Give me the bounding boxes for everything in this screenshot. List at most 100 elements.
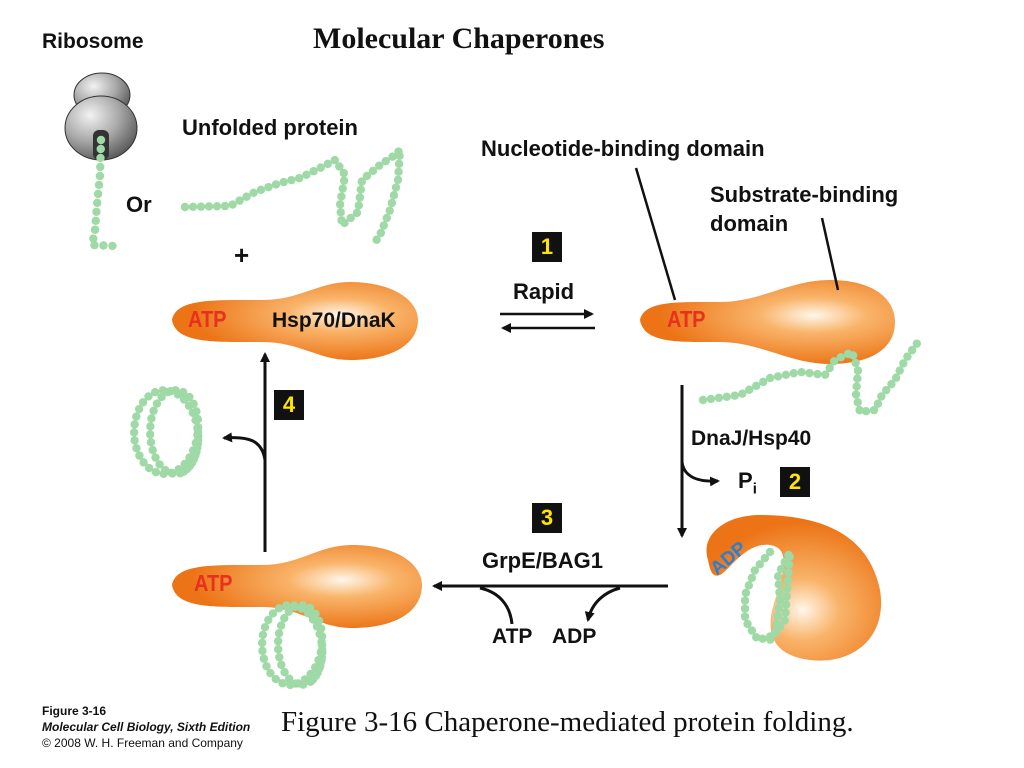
amino-acid-bead [766,635,775,644]
grpe-label: GrpE/BAG1 [482,548,604,573]
amino-acid-bead [869,405,879,415]
amino-acid-bead [393,175,403,184]
amino-acid-bead [394,159,404,169]
folding-chain-clamped [740,547,794,644]
amino-acid-bead [335,200,345,209]
amino-acid-bead [274,645,283,654]
amino-acid-bead [855,405,864,415]
amino-acid-bead [770,629,780,638]
amino-acid-bead [821,370,830,379]
amino-acid-bead [323,159,332,169]
amino-acid-bead [257,638,267,648]
step2-badge: 2 [780,467,810,497]
amino-acid-bead [730,391,739,400]
amino-acid-bead [96,153,105,163]
amino-acid-bead [258,630,268,640]
amino-acid-bead [330,155,340,165]
amino-acid-bead [740,612,750,621]
amino-acid-bead [280,667,289,677]
amino-acid-bead [148,445,157,455]
rapid-label: Rapid [513,279,575,304]
amino-acid-bead [747,626,757,635]
amino-acid-bead [374,161,384,170]
amino-acid-bead [891,373,901,382]
plus-sign: + [234,240,250,270]
amino-acid-bead [780,616,789,625]
amino-acid-bead [339,176,349,185]
amino-acid-bead [387,198,397,208]
amino-acid-bead [274,629,284,638]
amino-acid-bead [356,185,366,194]
amino-acid-bead [355,193,365,202]
amino-acid-bead [765,547,775,557]
amino-acid-bead [743,619,752,629]
amino-acid-bead [852,382,861,391]
amino-acid-bead [204,202,214,211]
amino-acid-bead [286,680,295,690]
amino-acid-bead [96,135,106,145]
amino-acid-bead [96,162,105,172]
amino-acid-bead [861,406,871,416]
amino-acid-bead [258,646,267,656]
amino-acid-bead [395,151,404,161]
amino-acid-bead [783,576,793,585]
amino-acid-bead [784,560,794,569]
amino-acid-bead [167,468,176,477]
amino-acid-bead [91,216,100,225]
amino-acid-bead [740,604,750,613]
amino-acid-bead [294,174,304,183]
amino-acid-bead [297,604,306,613]
amino-acid-bead [146,430,155,439]
amino-acid-bead [775,622,785,632]
amino-acid-bead [853,366,863,375]
amino-acid-bead [836,353,845,362]
amino-acid-bead [130,436,139,445]
amino-acid-bead [134,404,144,414]
amino-acid-bead [741,588,751,598]
amino-acid-bead [293,679,303,688]
amino-acid-bead [95,171,105,181]
step4-arrow [222,352,270,552]
amino-acid-bead [747,573,757,583]
amino-acid-bead [132,412,141,421]
pi-label: Pi [738,468,757,497]
amino-acid-bead [249,188,258,198]
amino-acid-bead [138,398,148,407]
amino-acid-bead [789,369,798,378]
amino-acid-bead [781,608,790,617]
amino-acid-bead [775,588,784,597]
amino-acid-bead [271,674,280,684]
amino-acid-bead [765,373,775,383]
amino-acid-bead [135,451,144,460]
amino-acid-bead [308,675,318,684]
amino-acid-bead [784,568,793,577]
amino-acid-bead [722,392,731,401]
amino-acid-bead [745,385,754,394]
amino-acid-bead [773,572,783,581]
amino-acid-bead [189,455,199,464]
amino-acid-bead [752,381,761,390]
amino-acid-bead [280,614,289,623]
amino-acid-bead [315,629,324,639]
amino-acid-bead [357,177,366,186]
amino-acid-bead [180,202,190,212]
atp-release-label: ATP [492,625,533,648]
amino-acid-bead [264,182,273,192]
amino-acid-bead [151,453,160,462]
amino-acid-bead [391,183,401,192]
amino-acid-bead [147,414,156,423]
step3-arrow [432,581,668,625]
amino-acid-bead [829,357,839,366]
pi-main: P [738,468,753,493]
amino-acid-bead [90,240,99,250]
amino-acid-bead [783,584,792,593]
atp-domain-label-1: ATP [188,307,227,333]
amino-acid-bead [714,393,724,403]
folded-protein-bottom [257,601,327,690]
amino-acid-bead [276,621,286,630]
amino-acid-bead [93,198,102,208]
amino-acid-bead [151,467,161,477]
amino-acid-bead [335,162,344,171]
amino-acid-bead [316,163,325,172]
amino-acid-bead [372,235,381,244]
